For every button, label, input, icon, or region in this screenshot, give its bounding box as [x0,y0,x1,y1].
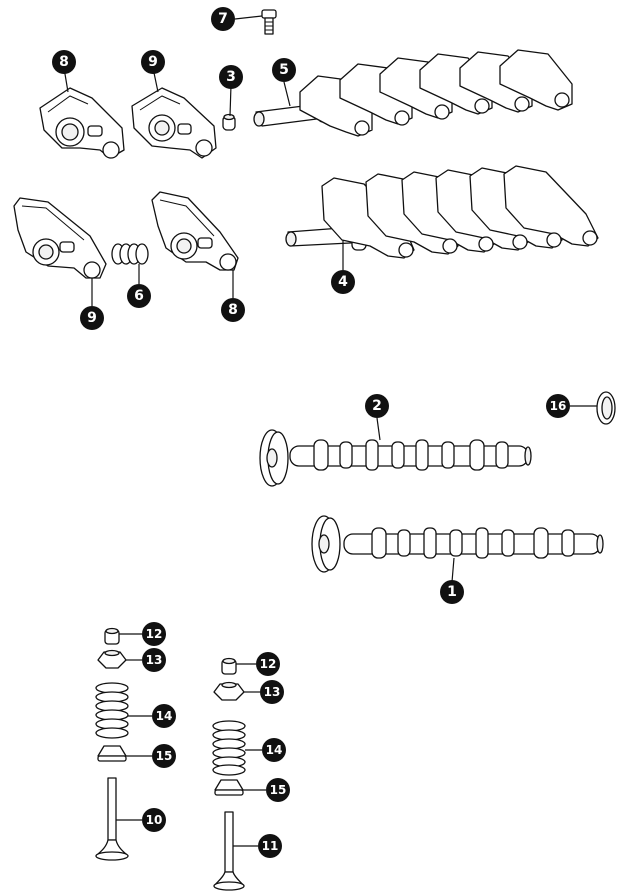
svg-text:6: 6 [134,288,144,304]
svg-text:8: 8 [59,54,69,70]
svg-text:14: 14 [266,743,283,757]
svg-text:2: 2 [372,398,382,414]
svg-text:7: 7 [218,11,228,27]
part-bolt [234,9,277,35]
part-rocker-arm-mid [151,191,239,298]
callout-1: 1 [440,580,464,604]
callout-4: 4 [331,270,355,294]
callout-12-right: 12 [256,652,280,676]
callout-14-right: 14 [262,738,286,762]
svg-text:9: 9 [87,310,97,326]
svg-text:5: 5 [279,62,289,78]
callout-3: 3 [219,65,243,89]
svg-text:13: 13 [264,685,281,699]
part-rocker-shaft-upper [253,49,573,137]
callout-5: 5 [272,58,296,82]
svg-text:3: 3 [226,69,236,85]
callout-12-left: 12 [142,622,166,646]
svg-text:1: 1 [447,584,457,600]
callout-6: 6 [127,284,151,308]
svg-text:15: 15 [156,749,173,763]
svg-text:15: 15 [270,783,287,797]
part-rocker-shaft-lower [285,165,599,270]
callout-10: 10 [142,808,166,832]
svg-text:16: 16 [550,399,567,413]
callout-13-left: 13 [142,648,166,672]
part-rocker-arm-top-left [39,67,125,159]
part-rocker-arm-mid-left [13,197,107,306]
callout-13-right: 13 [260,680,284,704]
svg-text:8: 8 [228,302,238,318]
callout-11: 11 [258,834,282,858]
part-valve-stack-right [212,657,266,891]
part-valve-stack-left [95,627,152,861]
svg-text:13: 13 [146,653,163,667]
part-o-rings [111,243,149,284]
part-camshaft-lower [311,515,604,583]
svg-text:12: 12 [260,657,277,671]
callout-14-left: 14 [152,704,176,728]
svg-text:12: 12 [146,627,163,641]
callout-8-mid: 8 [221,298,245,322]
callout-9-mid: 9 [80,306,104,330]
svg-text:14: 14 [156,709,173,723]
svg-text:11: 11 [262,839,279,853]
callout-8-top: 8 [52,50,76,74]
svg-text:4: 4 [338,274,348,290]
callout-9-top: 9 [141,50,165,74]
svg-text:9: 9 [148,54,158,70]
part-sleeve [222,84,236,131]
svg-text:10: 10 [146,813,163,827]
part-camshaft-upper [259,417,532,487]
callout-15-left: 15 [152,744,176,768]
callout-15-right: 15 [266,778,290,802]
callout-7: 7 [211,7,235,31]
part-seal-ring [570,391,616,425]
part-rocker-arm-top-middle [131,67,217,159]
callout-16: 16 [546,394,570,418]
callout-2: 2 [365,394,389,418]
